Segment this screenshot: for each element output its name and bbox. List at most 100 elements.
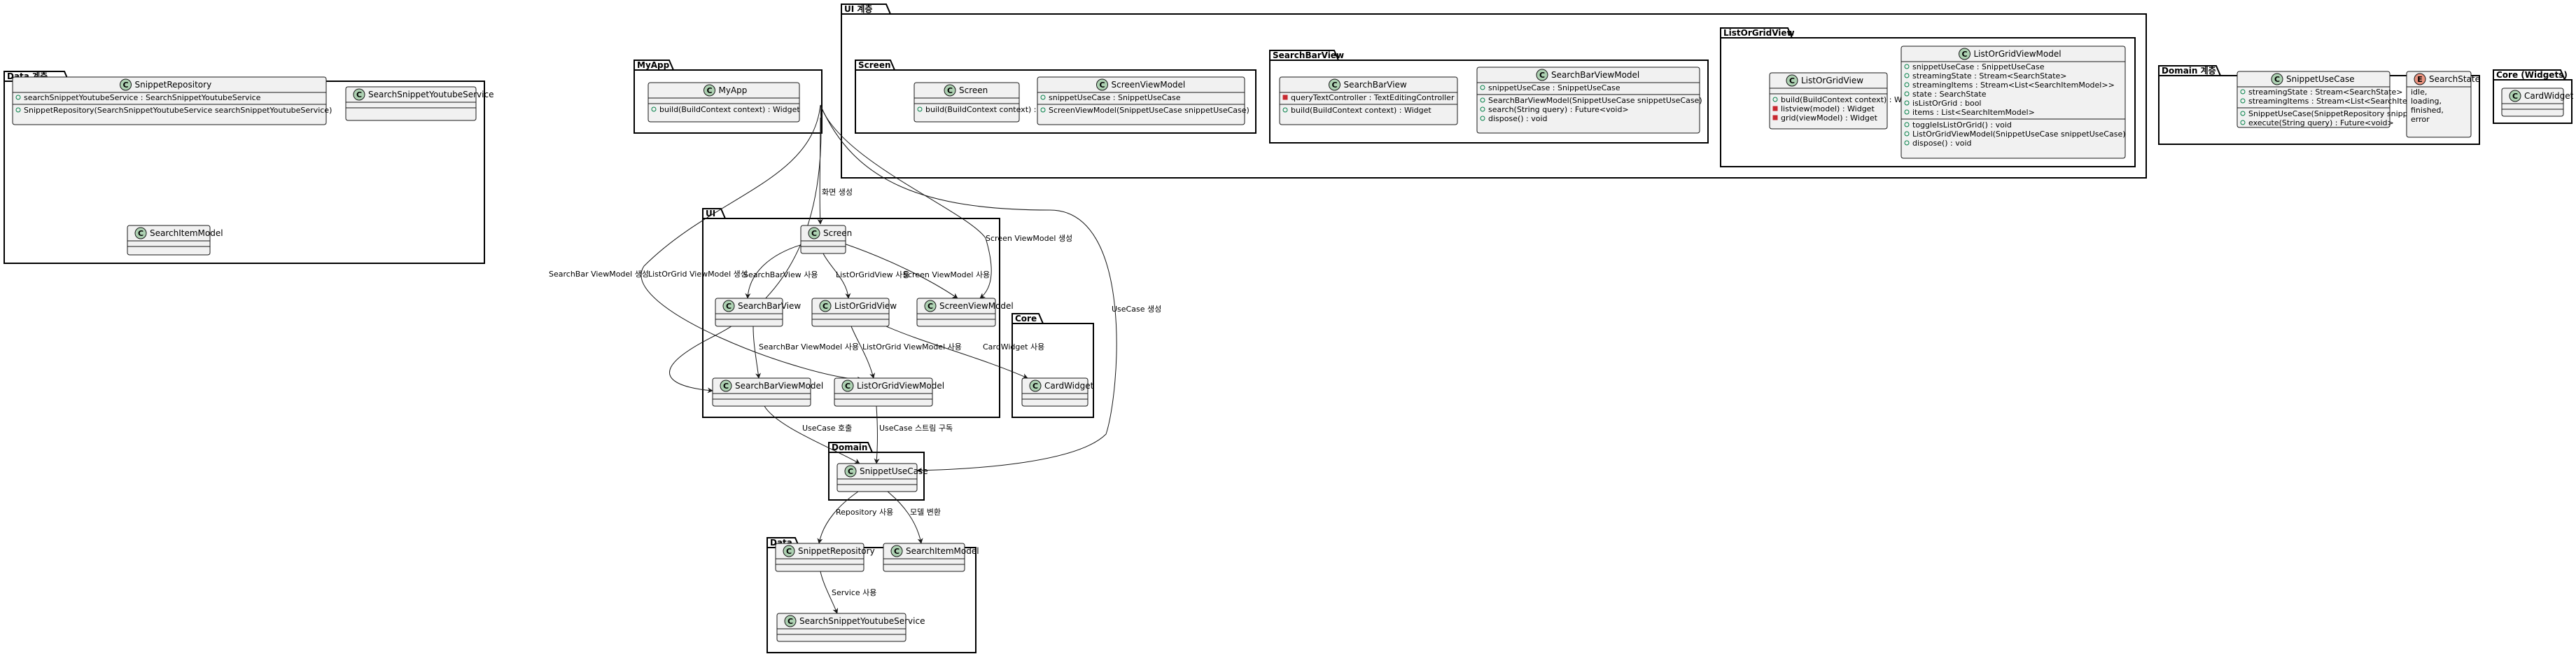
edge-label: Service 사용 — [832, 588, 876, 597]
edge-label: UseCase 생성 — [1112, 305, 1161, 314]
member: snippetUseCase : SnippetUseCase — [1049, 93, 1181, 102]
member: streamingItems : Stream<List<SearchItemM… — [1912, 81, 2115, 90]
class-name: SearchBarViewModel — [735, 381, 823, 391]
package-core: Core — [1011, 313, 1094, 418]
class-name: SearchSnippetYoutubeService — [368, 90, 493, 99]
package-title: Domain 계층 — [2162, 65, 2216, 76]
class-name: SearchSnippetYoutubeService — [799, 616, 925, 626]
class-name: ScreenViewModel — [939, 301, 1014, 311]
class-badge-icon — [1096, 78, 1108, 91]
class-badge-icon — [1029, 380, 1042, 392]
public-visibility-icon — [1904, 109, 1910, 115]
edge-label: SearchBarView 사용 — [743, 270, 818, 279]
member: streamingState : Stream<SearchState> — [1912, 71, 2067, 81]
badge-letter: C — [845, 382, 850, 391]
edge-searchbarvm-usecase: UseCase 호출 — [764, 405, 860, 464]
badge-letter: C — [726, 302, 732, 311]
class-badge-icon — [819, 300, 832, 312]
class-name: CardWidget — [2524, 91, 2574, 101]
badge-letter: C — [356, 90, 362, 99]
class-name: MyApp — [719, 85, 748, 95]
class-badge-icon — [722, 300, 735, 312]
package-myapp: MyApp — [634, 60, 822, 134]
package-tab — [1269, 50, 1339, 61]
private-visibility-icon — [1772, 106, 1778, 111]
public-visibility-icon — [1904, 100, 1910, 106]
public-visibility-icon — [1772, 97, 1778, 102]
package-frame — [634, 69, 822, 134]
edge-label: SearchBar ViewModel 생성 — [549, 270, 649, 279]
class-name: SearchItemModel — [906, 546, 979, 556]
package-title: UI 계층 — [844, 4, 872, 14]
public-visibility-icon — [2240, 111, 2246, 116]
edge-label: ListOrGrid ViewModel 사용 — [862, 342, 962, 352]
public-visibility-icon — [1040, 107, 1046, 113]
member: ScreenViewModel(SnippetUseCase snippetUs… — [1049, 106, 1250, 115]
class-name: SearchBarView — [1344, 80, 1407, 90]
package-tab — [2158, 65, 2221, 76]
member: ListOrGridViewModel(SnippetUseCase snipp… — [1912, 130, 2126, 139]
class-badge-icon — [1536, 69, 1548, 81]
class-badge-icon — [841, 380, 854, 392]
public-visibility-icon — [15, 95, 21, 100]
public-visibility-icon — [1282, 107, 1288, 113]
public-visibility-icon — [2240, 98, 2246, 104]
dependency-arrow — [886, 326, 1028, 379]
package-tab — [1720, 27, 1793, 39]
public-visibility-icon — [1904, 131, 1910, 137]
edge-label: ListOrGridView 사용 — [836, 270, 909, 279]
member: snippetUseCase : SnippetUseCase — [1488, 83, 1620, 92]
public-visibility-icon — [1904, 82, 1910, 88]
edge-myapp-usecase: UseCase 생성 — [820, 104, 1161, 473]
public-visibility-icon — [1904, 91, 1910, 97]
member: build(BuildContext context) : Widget — [1781, 95, 1921, 104]
member: SnippetRepository(SearchSnippetYoutubeSe… — [24, 106, 332, 115]
edge-label: 모델 변환 — [910, 508, 941, 517]
member: build(BuildContext context) : Widget — [1291, 106, 1432, 115]
package-ui-layer: UI 계층 — [841, 4, 2147, 179]
package-title: MyApp — [637, 60, 670, 70]
package-title: SearchBarView — [1273, 50, 1344, 60]
public-visibility-icon — [1904, 140, 1910, 146]
edge-label: UseCase 호출 — [802, 424, 852, 433]
class-d-searchsnippetyoutubeservice: C SearchSnippetYoutubeService — [345, 86, 493, 121]
class-badge-icon — [783, 545, 795, 557]
package-title: ListOrGridView — [1723, 28, 1795, 38]
badge-letter: C — [723, 382, 729, 391]
class-box — [2236, 71, 2390, 128]
package-domain-layer: Domain 계층 — [2158, 65, 2480, 145]
class-badge-icon — [844, 465, 857, 478]
badge-letter: C — [1961, 50, 1967, 59]
class-name: SnippetRepository — [135, 80, 212, 90]
class-name: ListOrGridViewModel — [1974, 49, 2062, 59]
package-frame — [841, 13, 2147, 179]
badge-letter: C — [1789, 76, 1795, 85]
edge-label: Screen ViewModel 생성 — [986, 234, 1072, 243]
class-name: ListOrGridView — [1801, 76, 1863, 85]
package-frame — [855, 69, 1256, 134]
package-ui: UI — [702, 208, 1000, 418]
class-name: SnippetUseCase — [2286, 74, 2355, 84]
dependency-arrow — [820, 104, 1117, 473]
package-title: UI — [706, 209, 715, 218]
badge-letter: C — [2512, 92, 2518, 101]
badge-letter: C — [1032, 382, 1038, 391]
class-box — [2406, 71, 2472, 138]
package-tab — [1011, 313, 1044, 324]
class-u-listorgridview: C ListOrGridView build(BuildContext contex… — [1769, 72, 1921, 130]
member: SearchBarViewModel(SnippetUseCase snippe… — [1488, 96, 1702, 105]
class-box — [1769, 72, 1888, 130]
badge-letter: C — [122, 81, 128, 90]
class-box — [1476, 67, 1700, 134]
package-title: Core (Widgets) — [2496, 70, 2568, 80]
dependency-arrow — [764, 405, 860, 464]
member: execute(String query) : Future<void> — [2248, 118, 2394, 127]
member: snippetUseCase : SnippetUseCase — [1912, 62, 2045, 71]
package-screen-pkg: Screen — [855, 60, 1256, 134]
edge-label: SearchBar ViewModel 사용 — [759, 342, 859, 352]
